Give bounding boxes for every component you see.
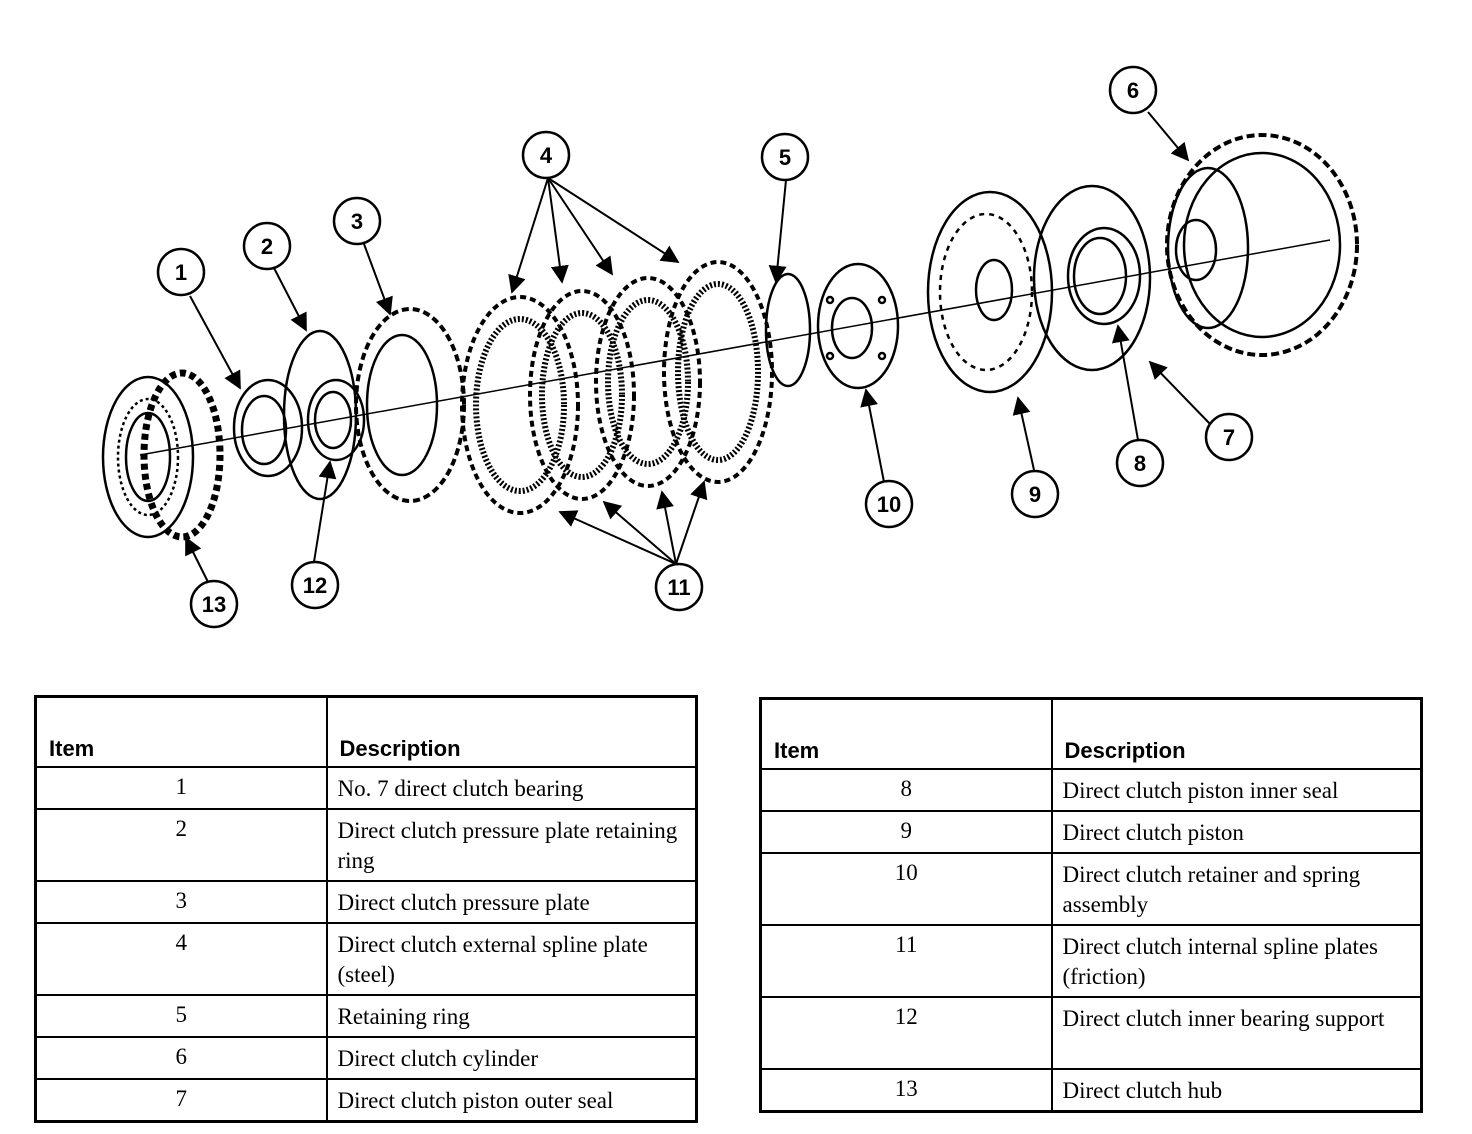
item-number: 12 — [894, 1004, 918, 1029]
callout-4-label: 4 — [540, 143, 553, 168]
callout-1-label: 1 — [175, 260, 187, 285]
callout-11: 11 — [654, 562, 704, 612]
part-13-hub — [101, 369, 224, 541]
parts-table-right: Item Description 8 Direct clutch piston … — [759, 697, 1423, 1113]
callout-8: 8 — [1115, 438, 1165, 488]
column-header-item: Item — [34, 695, 328, 768]
leader-lines — [185, 111, 1213, 583]
callout-markers: 1 2 3 4 5 6 7 8 — [156, 65, 1254, 629]
item-number: 9 — [900, 818, 913, 843]
item-description: Direct clutch pressure plate retaining r… — [325, 808, 698, 882]
callout-12: 12 — [290, 560, 340, 610]
item-number: 8 — [900, 776, 913, 801]
part-4-11-clutch-pack — [460, 260, 774, 515]
item-number: 13 — [894, 1076, 918, 1101]
callout-7: 7 — [1204, 412, 1254, 462]
callout-13: 13 — [189, 579, 239, 629]
item-number: 7 — [175, 1086, 188, 1111]
part-10-retainer — [816, 262, 900, 390]
table-row: 2 Direct clutch pressure plate retaining… — [34, 808, 698, 882]
callout-6-label: 6 — [1127, 78, 1139, 103]
exploded-view-svg: 1 2 3 4 5 6 7 8 — [101, 65, 1359, 629]
table-row: 11 Direct clutch internal spline plates … — [759, 924, 1423, 998]
callout-12-label: 12 — [303, 573, 327, 598]
callout-2-label: 2 — [261, 234, 273, 259]
part-3-pressure-plate — [354, 307, 466, 503]
table-row: 7 Direct clutch piston outer seal — [34, 1078, 698, 1123]
item-description: Direct clutch cylinder — [325, 1036, 698, 1080]
part-12-support — [306, 378, 366, 462]
item-description: Direct clutch pressure plate — [325, 880, 698, 924]
item-number: 4 — [175, 930, 188, 955]
table-row: 13 Direct clutch hub — [759, 1068, 1423, 1113]
item-number: 1 — [175, 774, 188, 799]
callout-10: 10 — [864, 479, 914, 529]
callout-6: 6 — [1108, 65, 1158, 115]
item-description: Direct clutch inner bearing support — [1050, 996, 1423, 1070]
callout-10-label: 10 — [877, 492, 901, 517]
exploded-view-diagram: 1 2 3 4 5 6 7 8 — [101, 65, 1359, 629]
item-number: 5 — [175, 1002, 188, 1027]
item-number: 2 — [175, 816, 188, 841]
parts-table-left: Item Description 1 No. 7 direct clutch b… — [34, 695, 698, 1123]
callout-11-label: 11 — [667, 575, 690, 600]
callout-9-label: 9 — [1029, 482, 1041, 507]
table-row: 4 Direct clutch external spline plate (s… — [34, 922, 698, 996]
callout-5: 5 — [760, 132, 810, 182]
callout-4: 4 — [521, 130, 571, 180]
table-row: 3 Direct clutch pressure plate — [34, 880, 698, 924]
item-number: 3 — [175, 888, 188, 913]
table-row: 8 Direct clutch piston inner seal — [759, 768, 1423, 812]
column-header-description: Description — [325, 695, 698, 768]
item-description: Direct clutch hub — [1050, 1068, 1423, 1113]
part-6-cylinder — [1165, 133, 1359, 357]
part-2-ring — [282, 329, 358, 501]
callout-2: 2 — [242, 221, 292, 271]
table-header-row: Item Description — [759, 697, 1423, 770]
part-1-bearing — [232, 378, 304, 478]
callout-1: 1 — [156, 247, 206, 297]
table-row: 1 No. 7 direct clutch bearing — [34, 766, 698, 810]
table-row: 12 Direct clutch inner bearing support — [759, 996, 1423, 1070]
item-description: Direct clutch piston inner seal — [1050, 768, 1423, 812]
table-row: 5 Retaining ring — [34, 994, 698, 1038]
column-header-description: Description — [1050, 697, 1423, 770]
item-description: Direct clutch external spline plate (ste… — [325, 922, 698, 996]
item-description: Retaining ring — [325, 994, 698, 1038]
table-row: 9 Direct clutch piston — [759, 810, 1423, 854]
table-header-row: Item Description — [34, 695, 698, 768]
assembly-axis — [139, 239, 1331, 456]
column-header-item: Item — [759, 697, 1053, 770]
part-9-piston — [926, 190, 1054, 394]
item-description: Direct clutch retainer and spring assemb… — [1050, 852, 1423, 926]
item-description: Direct clutch piston — [1050, 810, 1423, 854]
item-description: Direct clutch piston outer seal — [325, 1078, 698, 1123]
callout-3-label: 3 — [351, 209, 363, 234]
item-number: 11 — [895, 932, 918, 957]
item-number: 6 — [175, 1044, 188, 1069]
part-7-outer-seal — [1032, 184, 1152, 372]
callout-3: 3 — [332, 196, 382, 246]
item-number: 10 — [894, 860, 918, 885]
table-row: 10 Direct clutch retainer and spring ass… — [759, 852, 1423, 926]
part-8-inner-seal — [1066, 226, 1142, 326]
table-row: 6 Direct clutch cylinder — [34, 1036, 698, 1080]
callout-7-label: 7 — [1223, 425, 1235, 450]
callout-13-label: 13 — [202, 592, 226, 617]
callout-5-label: 5 — [779, 145, 791, 170]
callout-9: 9 — [1010, 469, 1060, 519]
item-description: Direct clutch internal spline plates (fr… — [1050, 924, 1423, 998]
part-5-ring — [764, 272, 812, 388]
callout-8-label: 8 — [1134, 451, 1146, 476]
item-description: No. 7 direct clutch bearing — [325, 766, 698, 810]
